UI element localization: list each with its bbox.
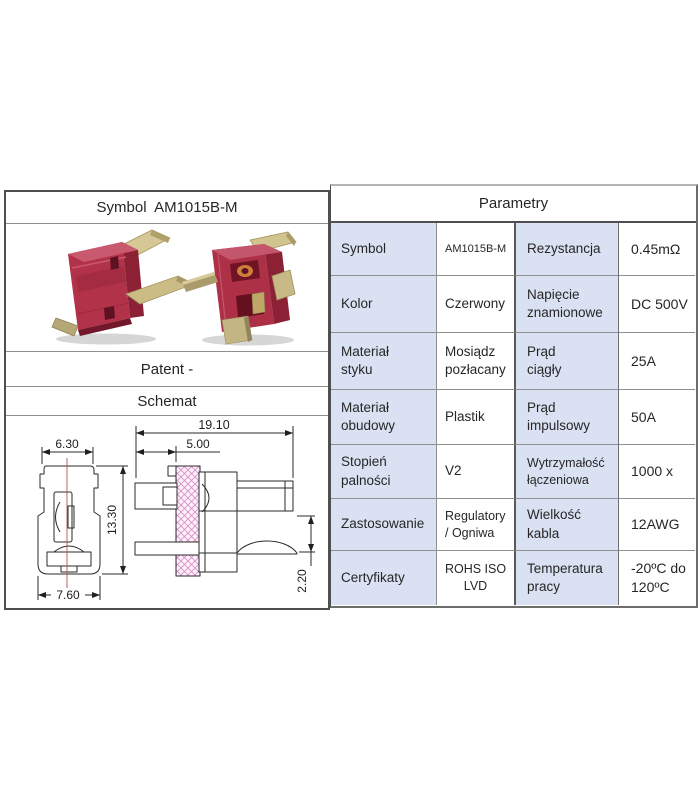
product-panel: Symbol AM1015B-M (4, 190, 330, 610)
right-connector (182, 231, 297, 345)
param-label: Materiał styku (331, 333, 437, 390)
param-value: V2 (437, 445, 516, 499)
param-value: Plastik (437, 390, 516, 445)
dimension-drawing: 6.30 13.30 7.60 19.10 5.00 2.20 (37, 418, 315, 602)
param-label: Materiał obudowy (331, 390, 437, 445)
dim-7-60: 7.60 (56, 588, 80, 602)
param-label: Wytrzymałość łączeniowa (516, 445, 619, 499)
param-value: ROHS ISO LVD (437, 551, 516, 605)
param-value: 12AWG (619, 499, 695, 551)
patent-row: Patent - (6, 352, 328, 387)
parameters-header: Parametry (331, 186, 696, 223)
dim-6-30: 6.30 (55, 437, 79, 451)
param-value: Mosiądz pozłacany (437, 333, 516, 390)
dim-2-20: 2.20 (295, 569, 309, 593)
param-label: Napięcie znamionowe (516, 276, 619, 333)
param-label: Rezystancja (516, 223, 619, 276)
param-value: 50A (619, 390, 695, 445)
parameters-panel: Parametry Symbol AM1015B-M Rezystancja 0… (330, 184, 698, 608)
dim-5-00: 5.00 (186, 437, 210, 451)
param-label: Certyfikaty (331, 551, 437, 605)
technical-drawing: 6.30 13.30 7.60 19.10 5.00 2.20 (6, 416, 328, 607)
param-value: Regulatory / Ogniwa (437, 499, 516, 551)
param-value: 0.45mΩ (619, 223, 695, 276)
param-label: Kolor (331, 276, 437, 333)
param-value: 1000 x (619, 445, 695, 499)
param-label: Temperatura pracy (516, 551, 619, 605)
param-value: 25A (619, 333, 695, 390)
param-label: Zastosowanie (331, 499, 437, 551)
dim-19-10: 19.10 (198, 418, 229, 432)
dim-13-30: 13.30 (105, 505, 119, 535)
param-value: -20ºC do 120ºC (631, 560, 686, 595)
param-value: AM1015B-M (437, 223, 516, 276)
param-label: Symbol (331, 223, 437, 276)
symbol-header: Symbol AM1015B-M (6, 192, 328, 224)
product-photo (6, 224, 328, 352)
connectors-photo-illustration (51, 229, 297, 346)
param-value: Czerwony (437, 276, 516, 333)
parameters-grid: Symbol AM1015B-M Rezystancja 0.45mΩ Kolo… (331, 223, 696, 605)
param-value: DC 500V (619, 276, 695, 333)
left-connector (51, 229, 196, 337)
param-label: Prąd ciągły (516, 333, 619, 390)
param-label: Prąd impulsowy (516, 390, 619, 445)
schemat-row: Schemat (6, 387, 328, 416)
param-label: Stopień palności (331, 445, 437, 499)
param-label: Wielkość kabla (516, 499, 619, 551)
